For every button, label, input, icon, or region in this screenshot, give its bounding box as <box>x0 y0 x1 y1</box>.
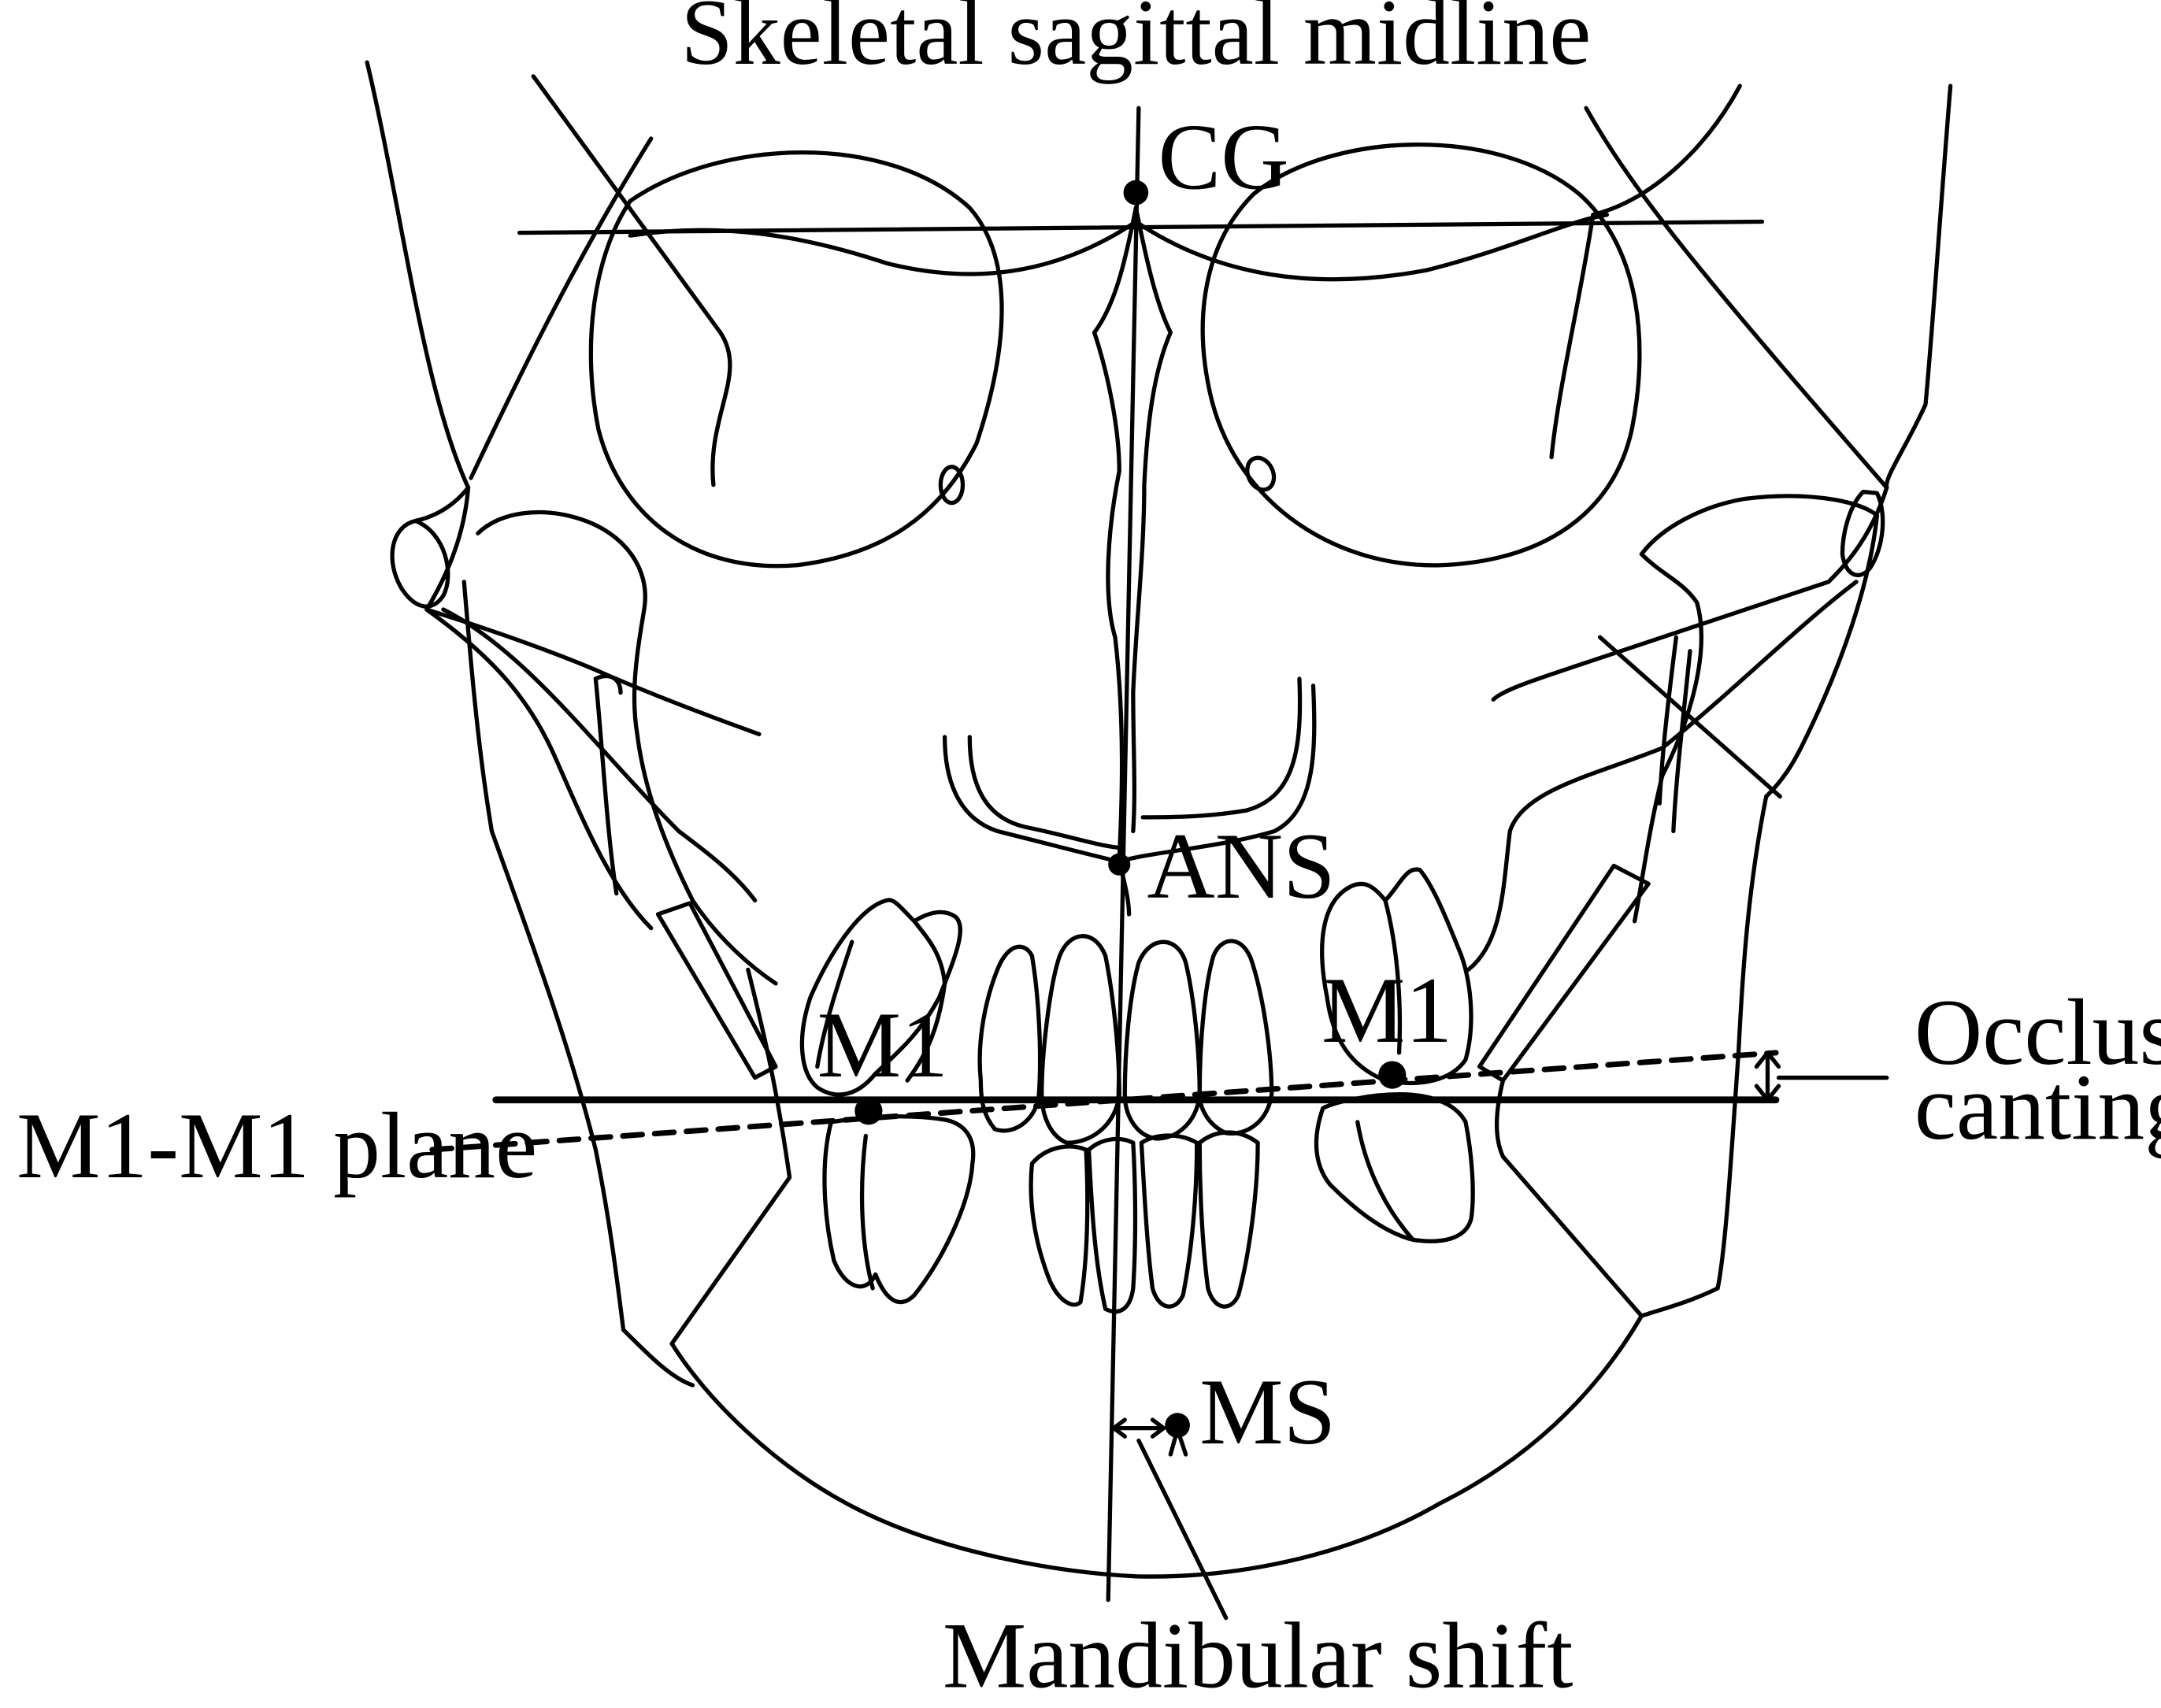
ans-point <box>1108 853 1131 876</box>
teeth <box>799 867 1475 1314</box>
left-orbit-foramen <box>938 465 966 506</box>
mandibular-shift-leader <box>1136 1438 1229 1621</box>
mandibular-shift-label: Mandibular shift <box>943 1603 1573 1708</box>
ans-label: ANS <box>1147 813 1335 918</box>
nasal-structures <box>942 206 1317 917</box>
labels: Skeletal sagittal midline CG ANS M1 M1 M… <box>17 0 2161 1708</box>
occlusal-label-line1: Occlusal <box>1915 980 2161 1084</box>
right-orbit-foramen <box>1245 455 1277 492</box>
m1-right-label: M1 <box>1321 958 1452 1062</box>
landmark-points <box>854 180 1407 1438</box>
orbits <box>588 143 1642 569</box>
left-orbit <box>588 150 1004 569</box>
cg-label: CG <box>1158 104 1289 209</box>
m1-m1-plane-line <box>429 1050 1779 1153</box>
ms-point <box>1165 1413 1190 1438</box>
m1-plane-label: M1-M1 plane <box>17 1093 537 1198</box>
right-orbit <box>1200 143 1642 568</box>
mandible <box>489 794 1769 1579</box>
zygomatic-structures <box>390 485 1889 986</box>
m1-left-label: M1 <box>817 992 948 1097</box>
occlusal-label-line2: canting <box>1915 1054 2161 1159</box>
sagittal-midline <box>1106 106 1141 1602</box>
midline-label: Skeletal sagittal midline <box>680 0 1591 84</box>
reference-lines <box>429 106 1889 1621</box>
m1-left-point <box>854 1097 883 1125</box>
ms-label: MS <box>1199 1359 1336 1464</box>
cg-point <box>1123 180 1149 206</box>
m1-right-point <box>1378 1061 1407 1089</box>
